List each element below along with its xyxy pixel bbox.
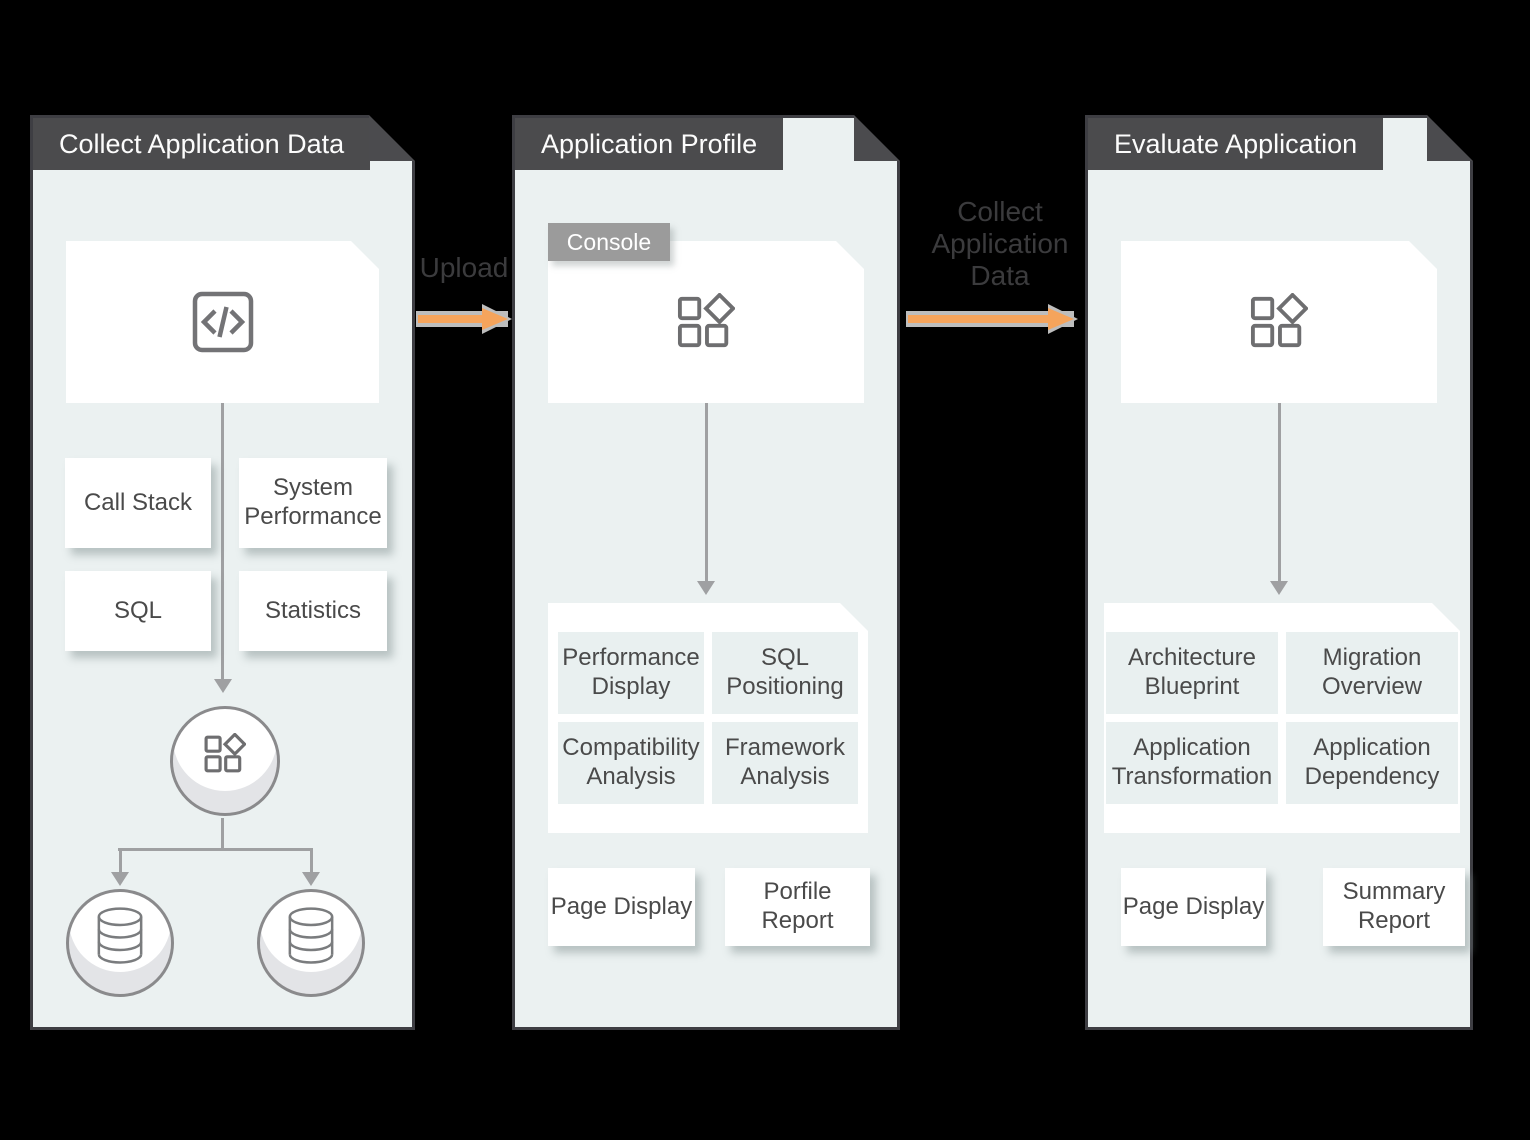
output-summary-report: Summary Report [1323,868,1465,946]
panel-title: Application Profile [541,128,758,159]
app-card [1121,241,1437,403]
module-label: Performance Display [562,644,700,700]
panel-title: Collect Application Data [59,128,345,159]
data-box-label: Call Stack [83,488,193,516]
panel-collect-application-data: Collect Application Data Call Stack Syst… [30,115,415,1030]
app-icon [1250,293,1308,351]
data-box-sql: SQL [65,571,211,651]
code-card [66,241,379,403]
upload-label: Upload [419,252,509,283]
module-application-transformation: Application Transformation [1106,722,1278,804]
app-card [548,241,864,403]
output-page-display: Page Display [548,868,695,946]
arrowhead-down-icon [1270,581,1288,595]
fold-flap [369,115,415,161]
output-label: Page Display [550,892,693,920]
fold-flap [854,115,900,161]
panel-header: Evaluate Application [1088,118,1384,170]
module-label: Framework Analysis [724,734,845,790]
module-sql-positioning: SQL Positioning [712,632,858,714]
output-label: Summary Report [1342,878,1446,934]
panel-application-profile: Application Profile Console Performance … [512,115,900,1030]
module-framework-analysis: Framework Analysis [712,722,858,804]
database-icon [97,907,143,964]
data-box-label: SQL [113,596,163,624]
data-box-statistics: Statistics [239,571,387,651]
panel-header: Application Profile [515,118,784,170]
database-node [66,889,174,997]
branch-right [309,848,313,874]
module-migration-overview: Migration Overview [1286,632,1458,714]
module-label: SQL Positioning [726,644,844,700]
module-performance-display: Performance Display [558,632,704,714]
arrowhead-down-icon [213,679,232,693]
branch-stem [221,818,224,850]
application-node [170,706,280,816]
module-label: Compatibility Analysis [562,734,700,790]
console-tag: Console [548,223,670,261]
console-tag-label: Console [566,228,652,255]
module-application-dependency: Application Dependency [1286,722,1458,804]
profile-modules-card: Performance Display SQL Positioning Comp… [548,603,868,833]
corner-fold [369,115,415,161]
panel-title: Evaluate Application [1114,128,1358,159]
output-page-display: Page Display [1121,868,1266,946]
module-architecture-blueprint: Architecture Blueprint [1106,632,1278,714]
flow-line-down [704,403,708,581]
corner-fold [1427,115,1473,161]
flow-line-down [221,403,224,679]
collect-application-data-label: Collect Application Data [931,196,1069,291]
module-label: Architecture Blueprint [1127,644,1257,700]
data-box-system-performance: System Performance [239,458,387,548]
data-box-label: Statistics [264,596,362,624]
fold-flap [1427,115,1473,161]
output-porfile-report: Porfile Report [725,868,870,946]
database-node [257,889,365,997]
app-icon [677,293,735,351]
output-label: Porfile Report [761,878,834,934]
module-compatibility-analysis: Compatibility Analysis [558,722,704,804]
arrowhead-down-icon [111,872,129,886]
arrowhead-down-icon [302,872,320,886]
branch-horizontal [118,848,311,851]
data-box-call-stack: Call Stack [65,458,211,548]
database-icon [288,907,334,964]
upload-arrow-icon [416,304,512,334]
collect-data-arrow-icon [906,304,1078,334]
arrowhead-down-icon [697,581,715,595]
module-label: Migration Overview [1321,644,1423,700]
panel-header: Collect Application Data [33,118,371,170]
output-label: Page Display [1122,892,1265,920]
module-label: Application Transformation [1111,734,1273,790]
corner-fold [854,115,900,161]
module-label: Application Dependency [1304,734,1440,790]
app-icon [204,733,246,773]
evaluation-modules-card: Architecture Blueprint Migration Overvie… [1104,603,1460,833]
branch-left [118,848,122,874]
code-icon [191,290,255,354]
data-box-label: System Performance [244,474,382,530]
panel-evaluate-application: Evaluate Application Architecture Bluepr… [1085,115,1473,1030]
flow-line-down [1277,403,1281,581]
